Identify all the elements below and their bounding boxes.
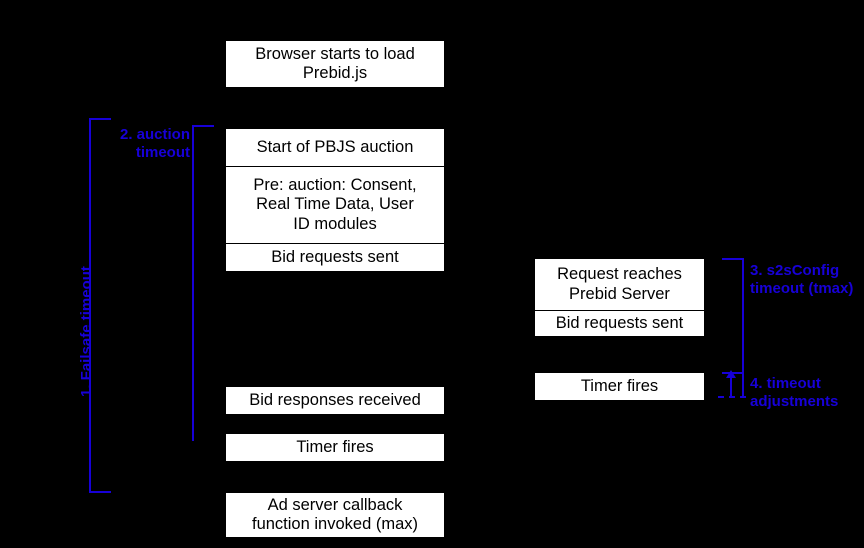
timeout-adjustments-dotted-baseline bbox=[718, 396, 746, 398]
node-bid-responses-received: Bid responses received bbox=[225, 386, 445, 415]
node-start-auction: Start of PBJS auction bbox=[256, 137, 414, 156]
node-request-reaches-server: Request reaches Prebid Server bbox=[557, 265, 682, 303]
bracket-s2sconfig-timeout bbox=[722, 258, 744, 374]
bracket-auction-timeout bbox=[192, 125, 214, 441]
timeout-adjustments-arrow-shaft bbox=[730, 377, 732, 397]
node-browser-load: Browser starts to load Prebid.js bbox=[225, 40, 445, 88]
timeout-adjustments-vertical-connector bbox=[742, 372, 744, 398]
node-ad-server-callback: Ad server callback function invoked (max… bbox=[225, 492, 445, 538]
node-timer-fires: Timer fires bbox=[225, 433, 445, 462]
timeout-adjustments-arrow-head bbox=[726, 370, 736, 378]
node-bid-requests-sent: Bid requests sent bbox=[226, 243, 444, 271]
node-pre-auction: Pre: auction: Consent, Real Time Data, U… bbox=[226, 166, 444, 243]
node-group-auction-phase: Start of PBJS auction Pre: auction: Cons… bbox=[225, 128, 445, 272]
label-failsafe-timeout: 1. Failsafe timeout bbox=[78, 266, 95, 397]
node-server-bid-requests-sent: Bid requests sent bbox=[535, 310, 704, 337]
label-auction-timeout: 2. auction timeout bbox=[119, 126, 190, 161]
label-s2sconfig-timeout: 3. s2sConfig timeout (tmax) bbox=[750, 262, 854, 297]
label-timeout-adjustments: 4. timeout adjustments bbox=[750, 375, 839, 410]
node-server-timer-fires: Timer fires bbox=[534, 372, 705, 401]
node-group-prebid-server: Request reaches Prebid Server Bid reques… bbox=[534, 258, 705, 337]
bracket-failsafe-timeout bbox=[89, 118, 111, 493]
